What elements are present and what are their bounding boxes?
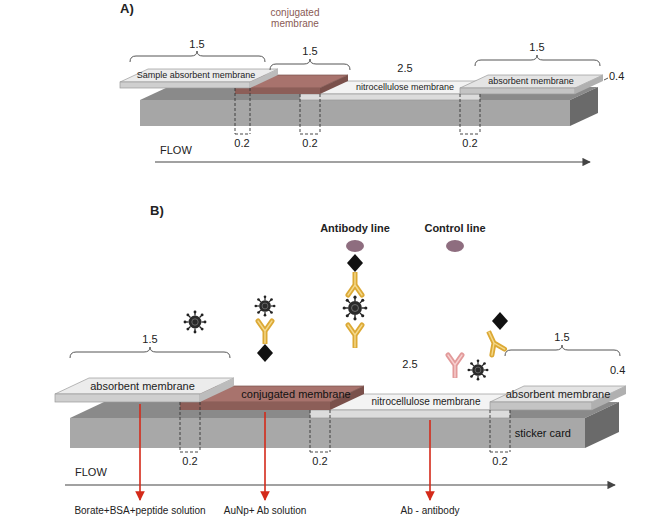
solution-note: Borate+BSA+peptide solution [74,505,205,517]
flow-label: FLOW [75,466,107,479]
dimension: 0.2 [492,455,507,468]
dimension: 1.5 [554,331,569,344]
membrane-name: absorbent membrane [506,388,611,401]
dimension: 0.4 [610,364,625,377]
panel-a [120,51,608,162]
dimension: 0.2 [312,455,327,468]
membrane-label: nitrocellulose membrane [347,80,463,94]
membrane-label: absorbent membrane [470,74,592,88]
membrane-name: nitrocellulose membrane [372,396,481,408]
membrane-label: absorbent membrane [498,386,618,402]
panel-b [55,240,626,500]
dimension: 0.2 [462,137,477,150]
line-label: Control line [424,222,485,235]
membrane-label: nitrocellulose membrane [362,394,490,410]
dimension: 2.5 [397,62,412,75]
dimension: 0.2 [302,137,317,150]
membrane-name: nitrocellulose membrane [356,82,454,92]
solution-note: Ab - antibody [401,505,460,517]
dimension: 2.5 [402,358,417,371]
solution-note: AuNp+ Ab solution [224,505,307,517]
dimension: 0.2 [234,137,249,150]
flow-label: FLOW [160,144,192,157]
line-label: Antibody line [320,222,390,235]
membrane-name: conjugated membrane [250,7,340,30]
dimension: 1.5 [142,333,157,346]
membrane-label: Sample absorbent membrane [130,68,262,82]
panel-letter: A) [120,2,134,17]
dimension: 1.5 [189,38,204,51]
sticker-card: sticker card [70,418,585,448]
membrane-label: conjugated membrane [250,4,340,32]
membrane-name: sticker card [515,427,571,440]
panel-letter: B) [150,204,164,219]
membrane-name: Sample absorbent membrane [137,70,256,80]
membrane-label: conjugated membrane [232,386,360,402]
membrane-label: absorbent membrane [70,378,215,394]
membrane-name: absorbent membrane [90,380,195,393]
membrane-name: absorbent membrane [488,76,574,86]
dimension: 1.5 [529,41,544,54]
dimension: 1.5 [302,45,317,58]
membrane-name: conjugated membrane [241,388,350,401]
dimension: 0.2 [182,455,197,468]
dimension: 0.4 [609,70,624,83]
